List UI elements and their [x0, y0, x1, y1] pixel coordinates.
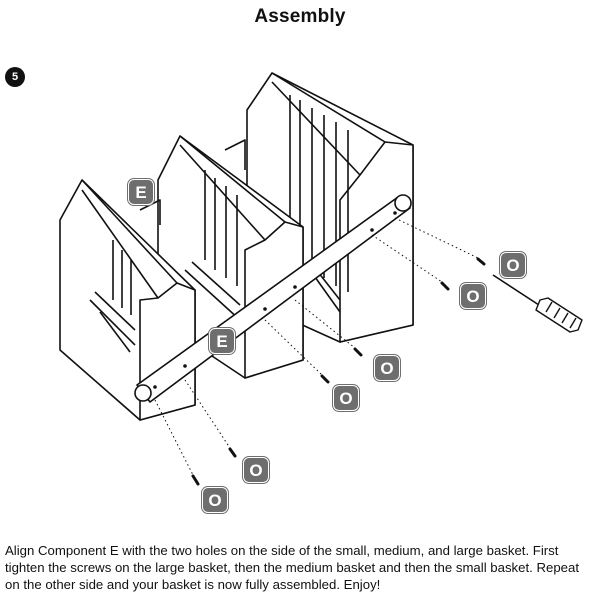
screwdriver-icon — [492, 274, 583, 333]
component-e-bar — [134, 194, 412, 403]
component-e-label-top: E — [128, 179, 154, 205]
screw-o-label: O — [243, 457, 269, 483]
guide-lines — [154, 217, 479, 476]
page-title: Assembly — [254, 6, 346, 27]
screw-o-label: O — [202, 487, 228, 513]
screw-o-label: O — [333, 385, 359, 411]
bar-holes — [153, 211, 397, 389]
screw-icon — [191, 257, 486, 486]
screw-o-label: O — [374, 355, 400, 381]
instructions-text: Align Component E with the two holes on … — [5, 543, 579, 592]
screw-o-label: O — [500, 252, 526, 278]
step-number-badge: 5 — [5, 67, 25, 87]
component-e-label-bar: E — [209, 328, 235, 354]
screw-o-label: O — [460, 283, 486, 309]
